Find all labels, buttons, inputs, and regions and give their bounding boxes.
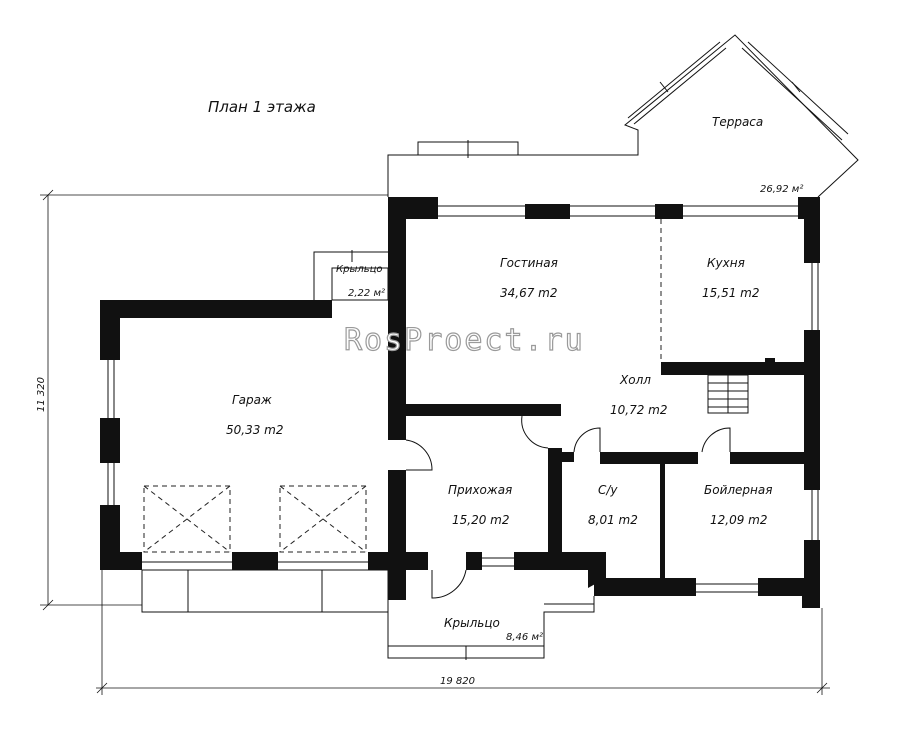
terrace-area: 26,92 м² (760, 184, 803, 195)
door-bathroom (573, 427, 601, 453)
terrace-arrow-left (659, 81, 669, 93)
terrace-name: Терраса (712, 115, 763, 129)
porch-main-outline (387, 596, 595, 659)
garage-name: Гараж (232, 393, 272, 407)
wall (406, 404, 561, 416)
bathroom-name: С/у (598, 483, 618, 497)
wall (100, 418, 120, 463)
hall-name: Холл (619, 373, 651, 387)
vent-block (644, 455, 692, 461)
gate-diagonal (143, 485, 231, 553)
wall (730, 452, 804, 464)
wall (100, 552, 142, 570)
wall (525, 204, 570, 219)
porch-small-outline (313, 251, 388, 300)
entrance-area: 15,20 m2 (452, 513, 510, 527)
porch-main-area: 8,46 м² (506, 632, 543, 643)
wall (100, 300, 332, 318)
dimension-width: 19 820 (440, 676, 475, 687)
door-hall (521, 415, 549, 449)
garage-driveway (141, 569, 389, 613)
wall (802, 578, 820, 608)
dimension-tick (42, 189, 54, 201)
boiler-name: Бойлерная (704, 483, 772, 497)
terrace-rail-right (747, 41, 849, 135)
wall (661, 362, 804, 375)
terrace-outline (387, 34, 859, 198)
porch-small-step (331, 267, 389, 301)
kitchen-name: Кухня (707, 256, 745, 270)
watermark: RosProect.ru (344, 323, 585, 358)
door-boiler (701, 427, 731, 453)
vent (765, 358, 775, 370)
dimension-height: 11 320 (36, 377, 47, 412)
wall (660, 464, 665, 578)
terrace-rail-left-inner (633, 47, 727, 125)
door-garage (405, 439, 433, 471)
wall (388, 570, 406, 600)
kitchen-area: 15,51 m2 (702, 286, 760, 300)
door-main (431, 569, 467, 599)
wall (562, 452, 574, 462)
hall-area: 10,72 m2 (610, 403, 668, 417)
garage-gate-open-left (143, 485, 231, 553)
terrace-rail-left (627, 41, 721, 119)
wall (232, 552, 278, 570)
dimension-tick (42, 599, 54, 611)
living-name: Гостиная (500, 256, 558, 270)
wall (514, 552, 606, 570)
wall (388, 552, 428, 570)
bathroom-area: 8,01 m2 (588, 513, 638, 527)
garage-gate-open-right (279, 485, 367, 553)
porch-small-area: 2,22 м² (348, 288, 385, 299)
living-area: 34,67 m2 (500, 286, 558, 300)
wall (548, 448, 562, 570)
garage-area: 50,33 m2 (226, 423, 284, 437)
porch-main-name: Крыльцо (444, 616, 500, 630)
plan-title: План 1 этажа (208, 98, 316, 116)
entrance-name: Прихожая (448, 483, 512, 497)
dimension-tick (96, 682, 108, 694)
wall (804, 330, 820, 490)
terrace-arrow-right (791, 81, 801, 93)
wall (655, 204, 683, 219)
dimension-tick (816, 682, 828, 694)
terrace-rail-right-inner (741, 47, 843, 141)
wall (100, 300, 120, 360)
boiler-area: 12,09 m2 (710, 513, 768, 527)
wall (388, 470, 406, 570)
wall (388, 197, 406, 440)
wall (594, 578, 696, 596)
wall (368, 552, 388, 570)
wall (466, 552, 482, 570)
wall (804, 197, 820, 263)
porch-small-name: Крыльцо (336, 264, 383, 275)
gate-diagonal (279, 485, 367, 553)
